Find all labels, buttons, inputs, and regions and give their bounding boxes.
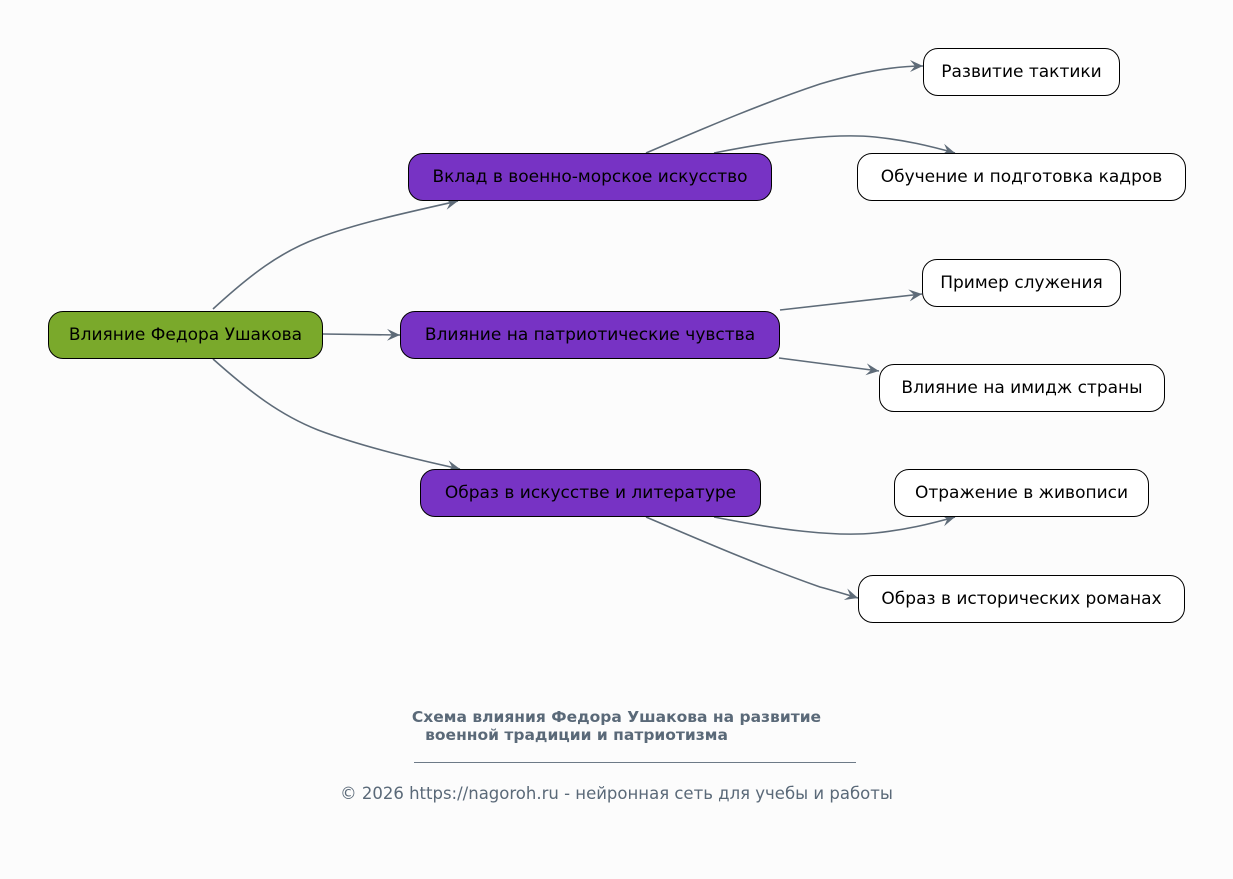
- node-country-image-label: Влияние на имидж страны: [901, 378, 1143, 398]
- edge-naval-art-to-training: [713, 135, 956, 156]
- caption-title-line-2: военной традиции и патриотизма: [425, 726, 728, 744]
- node-tactics-development: Развитие тактики: [923, 48, 1120, 96]
- node-naval-art-contribution: Вклад в военно-морское искусство: [408, 153, 772, 201]
- node-art-literature-image: Образ в искусстве и литературе: [420, 469, 761, 517]
- caption-title-line-1: Схема влияния Федора Ушакова на развитие: [411, 708, 822, 726]
- edge-art-to-novels: [645, 516, 859, 601]
- edge-naval-art-to-tactics: [645, 60, 924, 154]
- edge-root-to-naval-art: [212, 197, 459, 310]
- node-naval-art-label: Вклад в военно-морское искусство: [432, 167, 748, 187]
- node-service-example: Пример служения: [922, 259, 1121, 307]
- node-country-image: Влияние на имидж страны: [879, 364, 1165, 412]
- node-root-ushakov-influence: Влияние Федора Ушакова: [48, 311, 323, 359]
- edge-root-to-patriotism: [322, 328, 401, 341]
- copyright-credit: © 2026 https://nagoroh.ru - нейронная се…: [340, 784, 893, 803]
- node-art-label: Образ в искусстве и литературе: [444, 483, 737, 503]
- node-personnel-training: Обучение и подготовка кадров: [857, 153, 1186, 201]
- node-tactics-label: Развитие тактики: [941, 62, 1102, 82]
- node-painting-label: Отражение в живописи: [914, 483, 1129, 503]
- node-historical-novels: Образ в исторических романах: [858, 575, 1185, 623]
- node-root-label: Влияние Федора Ушакова: [68, 325, 303, 345]
- node-patriotic-feelings: Влияние на патриотические чувства: [400, 311, 780, 359]
- node-training-label: Обучение и подготовка кадров: [880, 167, 1163, 187]
- diagram-caption-title: Схема влияния Федора Ушакова на развитие…: [0, 708, 1233, 744]
- node-service-label: Пример служения: [940, 273, 1103, 293]
- edge-patriotism-to-image: [778, 357, 880, 376]
- edge-root-to-art: [212, 358, 461, 473]
- edge-patriotism-to-service: [779, 289, 923, 311]
- node-novels-label: Образ в исторических романах: [881, 589, 1162, 609]
- node-painting-reflection: Отражение в живописи: [894, 469, 1149, 517]
- caption-divider: [414, 762, 856, 763]
- node-patriotism-label: Влияние на патриотические чувства: [424, 325, 756, 345]
- edge-art-to-painting: [713, 514, 956, 535]
